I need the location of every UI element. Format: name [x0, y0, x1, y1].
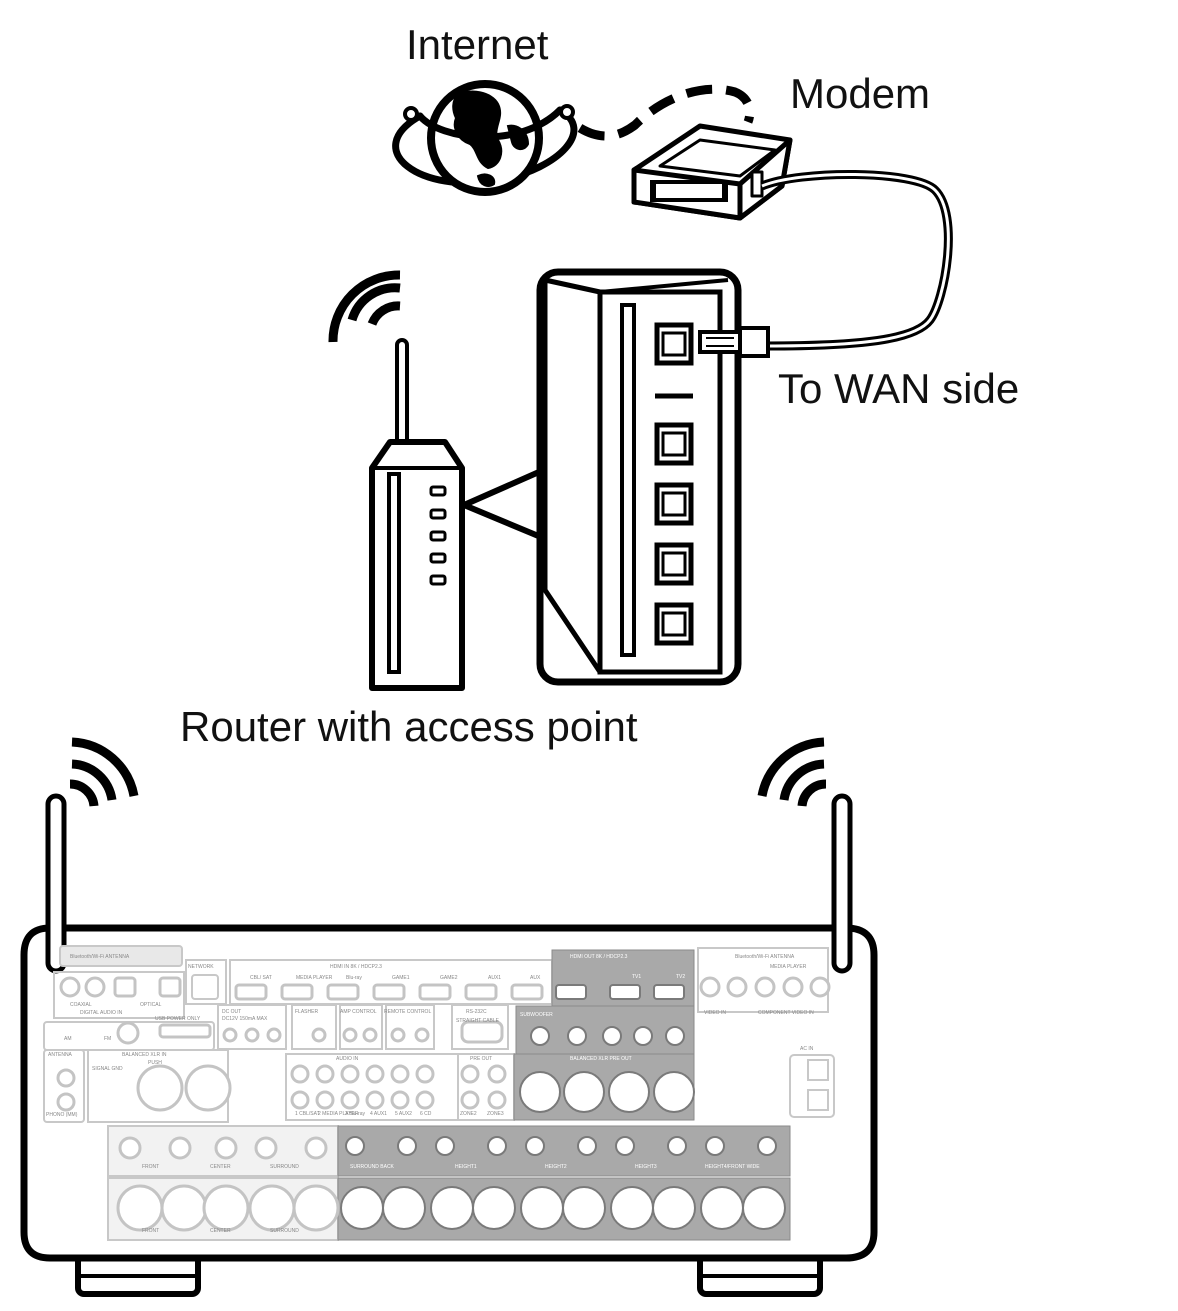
panel-hdmi-out: HDMI OUT 8K / HDCP2.3 [570, 954, 628, 960]
panel-bt-antenna-left: Bluetooth/Wi-Fi ANTENNA [70, 954, 130, 960]
panel-antenna: ANTENNA [48, 1052, 73, 1058]
panel-optical: OPTICAL [140, 1002, 162, 1008]
panel-ac-in: AC IN [800, 1046, 814, 1052]
panel-fm: FM [104, 1036, 111, 1042]
lan-port-icon [654, 482, 694, 526]
wan-cable [760, 170, 953, 351]
av-receiver: Bluetooth/Wi-Fi ANTENNA Bluetooth/Wi-Fi … [20, 737, 878, 1297]
right-antenna-icon [757, 737, 853, 974]
panel-coaxial: COAXIAL [70, 1002, 92, 1008]
panel-signal-gnd: SIGNAL GND [92, 1066, 123, 1072]
panel-digital-audio-in: DIGITAL AUDIO IN [80, 1010, 123, 1016]
panel-dc-spec: DC12V 150mA MAX [222, 1016, 268, 1022]
panel-assignable-group: HEIGHT1 [455, 1164, 477, 1170]
panel-amp-control: AMP CONTROL [340, 1009, 377, 1015]
panel-speaker-group: CENTER [210, 1164, 231, 1170]
panel-hdmi-out-port: TV2 [676, 974, 685, 980]
panel-speaker-group: FRONT [142, 1164, 159, 1170]
modem-label: Modem [790, 70, 931, 117]
panel-phono: PHONO (MM) [46, 1112, 78, 1118]
panel-assignable-group: SURROUND BACK [350, 1164, 395, 1170]
lan-port-icon [654, 542, 694, 586]
panel-am: AM [64, 1036, 72, 1042]
router-port-detail [536, 268, 742, 686]
panel-speaker-group: CENTER [210, 1228, 231, 1234]
panel-remote-control: REMOTE CONTROL [384, 1009, 431, 1015]
panel-dc-out: DC OUT [222, 1009, 241, 1015]
panel-hdmi-input-label: CBL/ SAT [250, 975, 272, 981]
panel-video-in: VIDEO IN [704, 1010, 726, 1016]
panel-push: PUSH [148, 1060, 162, 1066]
panel-speaker-group: FRONT [142, 1228, 159, 1234]
panel-zone: ZONE2 [460, 1111, 477, 1117]
panel-audio-in: AUDIO IN [336, 1056, 359, 1062]
panel-balanced-xlr-in: BALANCED XLR IN [122, 1052, 167, 1058]
panel-audio-in-port: 1 CBL/SAT [295, 1111, 320, 1117]
panel-zone: ZONE3 [487, 1111, 504, 1117]
modem-icon [631, 123, 793, 221]
panel-hdmi-input-label: MEDIA PLAYER [296, 975, 333, 981]
panel-speaker-group: SURROUND [270, 1228, 299, 1234]
panel-hdmi-input-label: GAME1 [392, 975, 410, 981]
panel-speaker-group: SURROUND [270, 1164, 299, 1170]
left-antenna-icon [45, 737, 139, 974]
internet-globe-icon [392, 80, 578, 196]
lan-port-icon [654, 422, 694, 466]
panel-audio-in-port: 6 CD [420, 1111, 432, 1117]
panel-usb: USB POWER ONLY [155, 1016, 201, 1022]
panel-hdmi-input-label: AUX [530, 975, 541, 981]
panel-balanced-xlr-pre-out: BALANCED XLR PRE OUT [570, 1056, 632, 1062]
panel-flasher: FLASHER [295, 1009, 318, 1015]
panel-bt-antenna-right: Bluetooth/Wi-Fi ANTENNA [735, 954, 795, 960]
internet-label: Internet [406, 21, 549, 68]
router-callout [461, 465, 551, 543]
router-icon [328, 270, 465, 691]
panel-rs232c: RS-232C [466, 1009, 487, 1015]
panel-balanced-bottom: BALANCED XLR PRE OUT [520, 1242, 582, 1248]
panel-hdmi-out-port: TV1 [632, 974, 641, 980]
panel-audio-in-port: 4 AUX1 [370, 1111, 387, 1117]
panel-hdmi-input-label: GAME2 [440, 975, 458, 981]
panel-component-video-in: COMPONENT VIDEO IN [758, 1010, 814, 1016]
panel-assignable-group: HEIGHT3 [635, 1164, 657, 1170]
panel-assignable-group: HEIGHT2 [545, 1164, 567, 1170]
panel-hdmi-in: HDMI IN 8K / HDCP2.3 [330, 964, 382, 970]
panel-media-player: MEDIA PLAYER [770, 964, 807, 970]
panel-hdmi-input-label: AUX1 [488, 975, 501, 981]
wan-side-label: To WAN side [778, 365, 1020, 412]
panel-audio-in-port: 2 MEDIA PLAYER [318, 1111, 359, 1117]
panel-network: NETWORK [188, 964, 214, 970]
router-label: Router with access point [180, 703, 638, 750]
panel-straight-cable: STRAIGHT CABLE [456, 1018, 500, 1024]
wan-port-icon [654, 322, 694, 366]
lan-port-icon [654, 602, 694, 646]
panel-subwoofer: SUBWOOFER [520, 1012, 553, 1018]
panel-audio-in-port: 5 AUX2 [395, 1111, 412, 1117]
panel-assignable-group: HEIGHT4/FRONT WIDE [705, 1164, 760, 1170]
wan-plug-icon [698, 326, 770, 358]
panel-hdmi-input-label: Blu-ray [346, 975, 362, 981]
panel-audio-in-port: 3 Blu-ray [345, 1111, 366, 1117]
panel-pre-out: PRE OUT [470, 1056, 492, 1062]
